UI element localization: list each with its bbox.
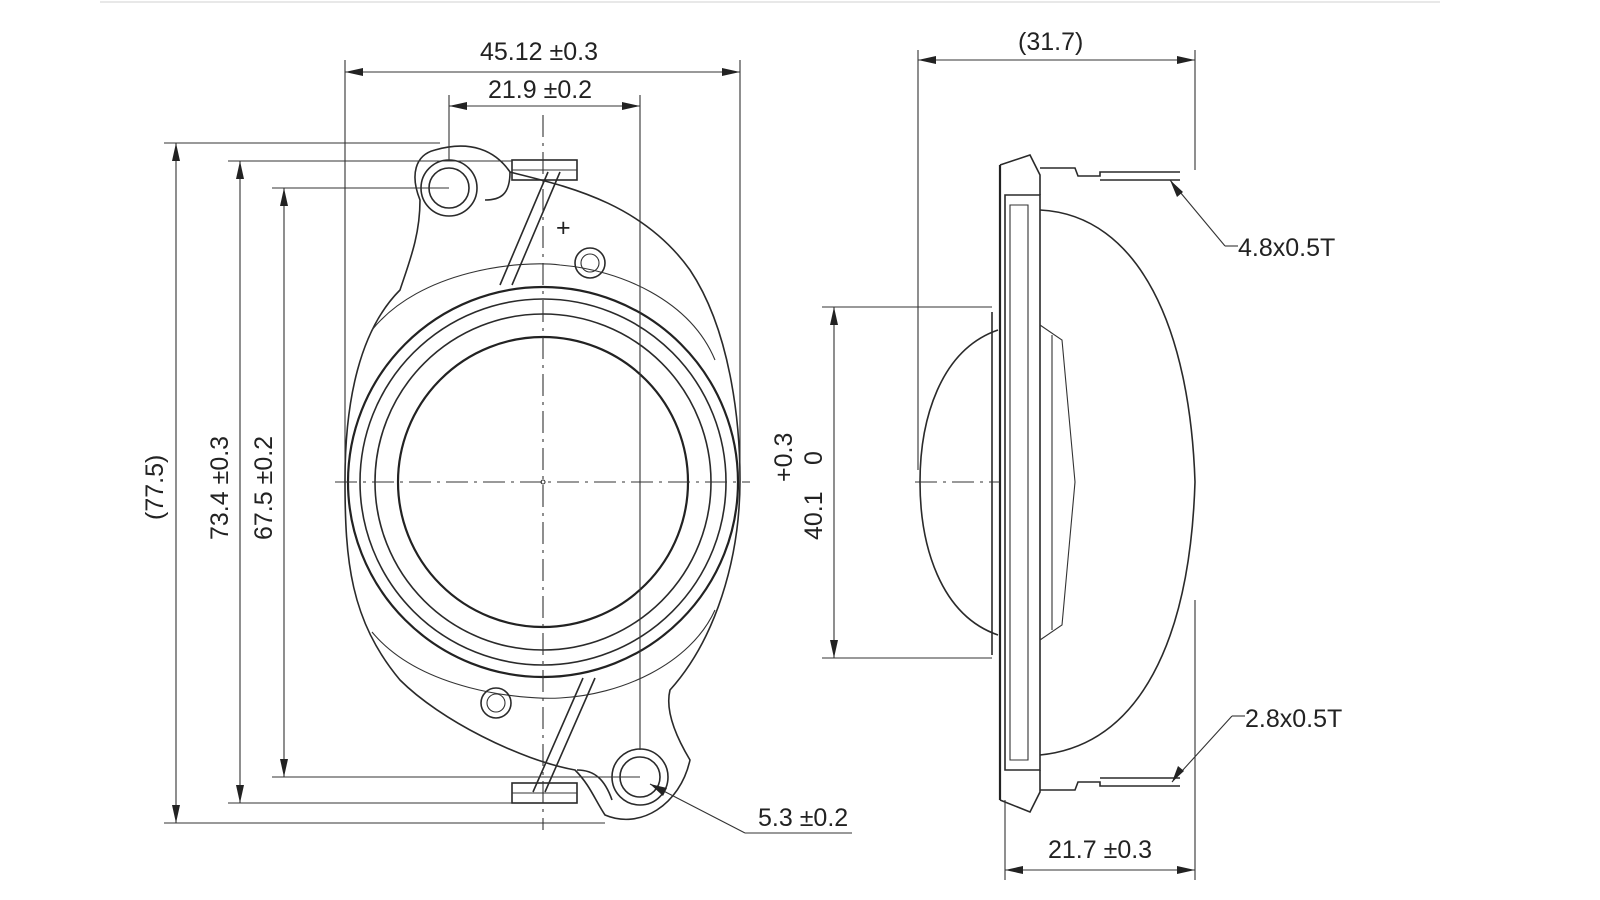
negative-lead bbox=[532, 677, 596, 793]
side-flange-top bbox=[999, 154, 1041, 195]
dim-terminal-negative: 2.8x0.5T bbox=[1245, 705, 1342, 733]
dim-terminal-positive: 4.8x0.5T bbox=[1238, 234, 1335, 262]
front-dimensions: 45.12 ±0.3 21.9 ±0.2 (77.5) 73.4 ±0.3 67… bbox=[141, 38, 852, 834]
positive-lead bbox=[499, 171, 561, 286]
dim-side-depth-ref: (31.7) bbox=[1018, 28, 1083, 56]
side-back-housing bbox=[1039, 209, 1196, 756]
dim-dome-diameter: 40.1 bbox=[800, 491, 828, 540]
side-dimensions: (31.7) 40.1 +0.3 0 21.7 ±0.3 4.8x0.5T 2.… bbox=[770, 28, 1342, 880]
side-terminal-top bbox=[1040, 167, 1180, 181]
side-view bbox=[915, 154, 1196, 814]
dim-overall-width: 45.12 ±0.3 bbox=[480, 38, 598, 66]
tab-bottom-right bbox=[576, 769, 613, 801]
side-inner-taper bbox=[1039, 324, 1076, 641]
locator-hole-top bbox=[580, 253, 600, 273]
dim-dome-tol-high: +0.3 bbox=[770, 433, 798, 482]
dim-side-depth: 21.7 ±0.3 bbox=[1048, 836, 1152, 864]
side-terminal-bottom bbox=[1040, 777, 1180, 791]
side-flange-bottom bbox=[999, 770, 1041, 814]
dim-hole-spacing-x: 21.9 ±0.2 bbox=[488, 76, 592, 104]
side-flange-inner bbox=[1009, 204, 1029, 761]
locator-hole-bottom bbox=[486, 693, 506, 713]
center-mark bbox=[540, 479, 546, 485]
dim-hole-spacing-y: 67.5 ±0.2 bbox=[250, 436, 278, 540]
tab-top-right bbox=[484, 171, 511, 201]
dim-hole-diameter: 5.3 ±0.2 bbox=[758, 804, 848, 832]
dim-flange-height: 73.4 ±0.3 bbox=[206, 436, 234, 540]
locator-hole-bottom-outer bbox=[480, 687, 512, 719]
dim-dome-tol-low: 0 bbox=[800, 451, 828, 465]
locator-hole-top-outer bbox=[574, 247, 606, 279]
positive-symbol: + bbox=[556, 214, 571, 242]
front-frame-inner-line bbox=[371, 263, 716, 699]
front-frame-outline bbox=[344, 145, 741, 821]
front-view: + bbox=[335, 115, 750, 830]
dim-overall-height: (77.5) bbox=[141, 455, 169, 520]
